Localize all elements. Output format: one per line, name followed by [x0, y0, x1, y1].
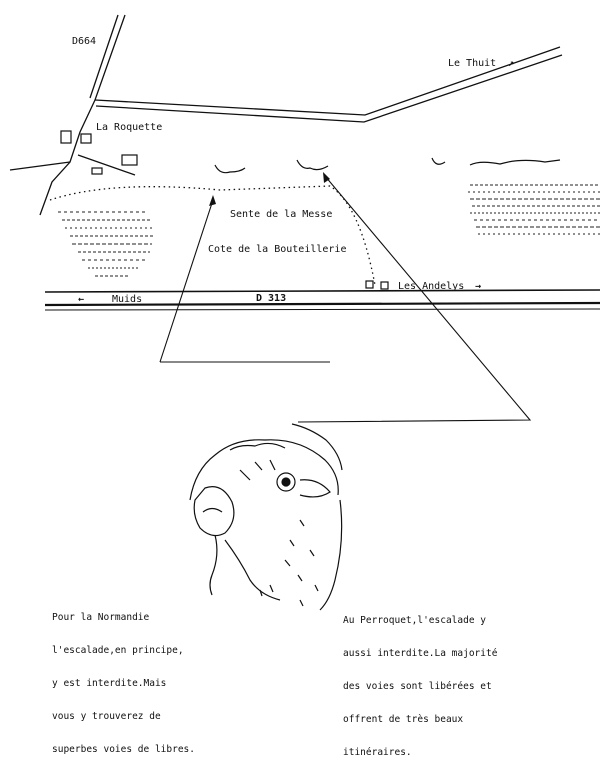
caption-right-line: Au Perroquet,l'escalade y: [343, 615, 486, 626]
pointer-heads: [209, 172, 330, 206]
label-d313: D 313: [256, 293, 286, 304]
caption-right-line: aussi interdite.La majorité: [343, 648, 498, 659]
arrowhead-cote: [323, 172, 330, 183]
label-les-andelys: Les Andelys: [398, 281, 464, 292]
pointer-cote: [297, 175, 532, 423]
label-la-roquette: La Roquette: [96, 122, 162, 133]
road-d664: [39, 14, 126, 216]
label-d664: D664: [72, 36, 96, 47]
road-d664-edge: [89, 14, 119, 99]
caption-left-line: y est interdite.Mais: [52, 678, 167, 689]
rock-outlines: [214, 157, 561, 174]
label-cote: Cote de la Bouteillerie: [208, 244, 346, 255]
rock-2: [296, 159, 329, 171]
caption-right-line: offrent de très beaux: [343, 714, 464, 725]
arrow-les-andelys: →: [475, 281, 481, 292]
label-le-thuit: Le Thuit: [448, 58, 496, 69]
roads: [9, 14, 563, 216]
caption-left-line: superbes voies de libres.: [52, 744, 195, 755]
building-andelys-2: [380, 281, 389, 290]
caption-left-line: l'escalade,en principe,: [52, 645, 184, 656]
building-3: [121, 154, 138, 166]
rock-3: [431, 157, 446, 165]
caption-right: Au Perroquet,l'escalade y aussi interdit…: [343, 593, 573, 769]
label-sente: Sente de la Messe: [230, 209, 332, 220]
caption-left-line: vous y trouverez de: [52, 711, 161, 722]
arrowhead-sente: [209, 195, 216, 206]
road-roquette-east: [77, 154, 136, 176]
rock-1: [214, 164, 246, 174]
road-d313: [44, 289, 601, 311]
road-le-thuit-edge: [95, 54, 563, 123]
caption-right-line: itinéraires.: [343, 747, 412, 758]
route-map: D664 Le Thuit ↗ La Roquette Sente de la …: [9, 14, 601, 611]
arrow-muids: ←: [78, 294, 84, 305]
caption-right-line: des voies sont libérées et: [343, 681, 492, 692]
building-2: [80, 133, 92, 144]
parrot-illustration: [189, 423, 343, 611]
dotted-trail: [49, 185, 376, 286]
rock-4: [469, 159, 561, 166]
building-andelys-1: [365, 280, 374, 289]
pointer-sente: [159, 199, 214, 363]
building-4: [91, 167, 103, 175]
caption-left-line: Pour la Normandie: [52, 612, 150, 623]
label-muids: Muids: [112, 294, 142, 305]
road-le-thuit: [94, 46, 561, 116]
caption-left: Pour la Normandie l'escalade,en principe…: [52, 590, 252, 766]
building-1: [60, 130, 72, 144]
buildings: [60, 130, 389, 290]
arrow-le-thuit: ↗: [508, 58, 514, 69]
pointer-lines: [159, 175, 532, 423]
road-roquette-west: [9, 161, 71, 171]
cliff-hatching: [58, 184, 600, 277]
